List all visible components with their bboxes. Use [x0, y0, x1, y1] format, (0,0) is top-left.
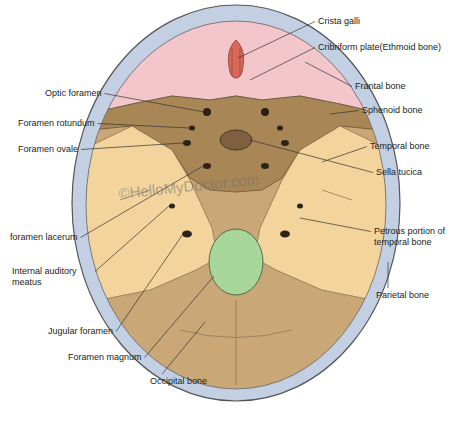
leader-line — [238, 22, 315, 59]
leader-line — [98, 124, 189, 129]
leader-line — [105, 94, 204, 113]
leader-line — [250, 140, 373, 173]
structure-label: Foramen magnum — [68, 352, 142, 363]
leader-line — [305, 62, 352, 87]
structure-label: Optic foramen — [45, 88, 102, 99]
structure-label: Jugular foramen — [48, 326, 113, 337]
structure-label: Occipital bone — [150, 376, 207, 387]
structure-label: Petrous portion of temporal bone — [374, 226, 466, 248]
leader-line — [330, 111, 359, 115]
structure-label: Foramen ovale — [18, 144, 78, 155]
structure-label: foramen lacerum — [10, 232, 78, 243]
leader-line — [116, 234, 183, 332]
structure-label: Sella tucica — [376, 167, 422, 178]
structure-label: Sphenoid bone — [362, 105, 423, 116]
leader-line — [145, 276, 214, 358]
structure-label: Temporal bone — [370, 141, 430, 152]
structure-label: Crista galli — [318, 16, 360, 27]
structure-label: Parietal bone — [376, 290, 429, 301]
leader-line — [162, 322, 205, 374]
leader-line — [81, 143, 183, 150]
structure-label: Internal auditory meatus — [12, 266, 92, 288]
structure-label: Foramen rotundum — [18, 118, 95, 129]
leader-line — [81, 166, 203, 238]
structure-label: Frantal bone — [355, 81, 406, 92]
leader-line — [300, 218, 371, 232]
leader-line — [250, 48, 315, 81]
structure-label: Cribriform plate(Ethmoid bone) — [318, 42, 441, 53]
leader-line — [388, 262, 389, 288]
leader-line — [322, 147, 367, 163]
leader-line — [95, 206, 169, 272]
